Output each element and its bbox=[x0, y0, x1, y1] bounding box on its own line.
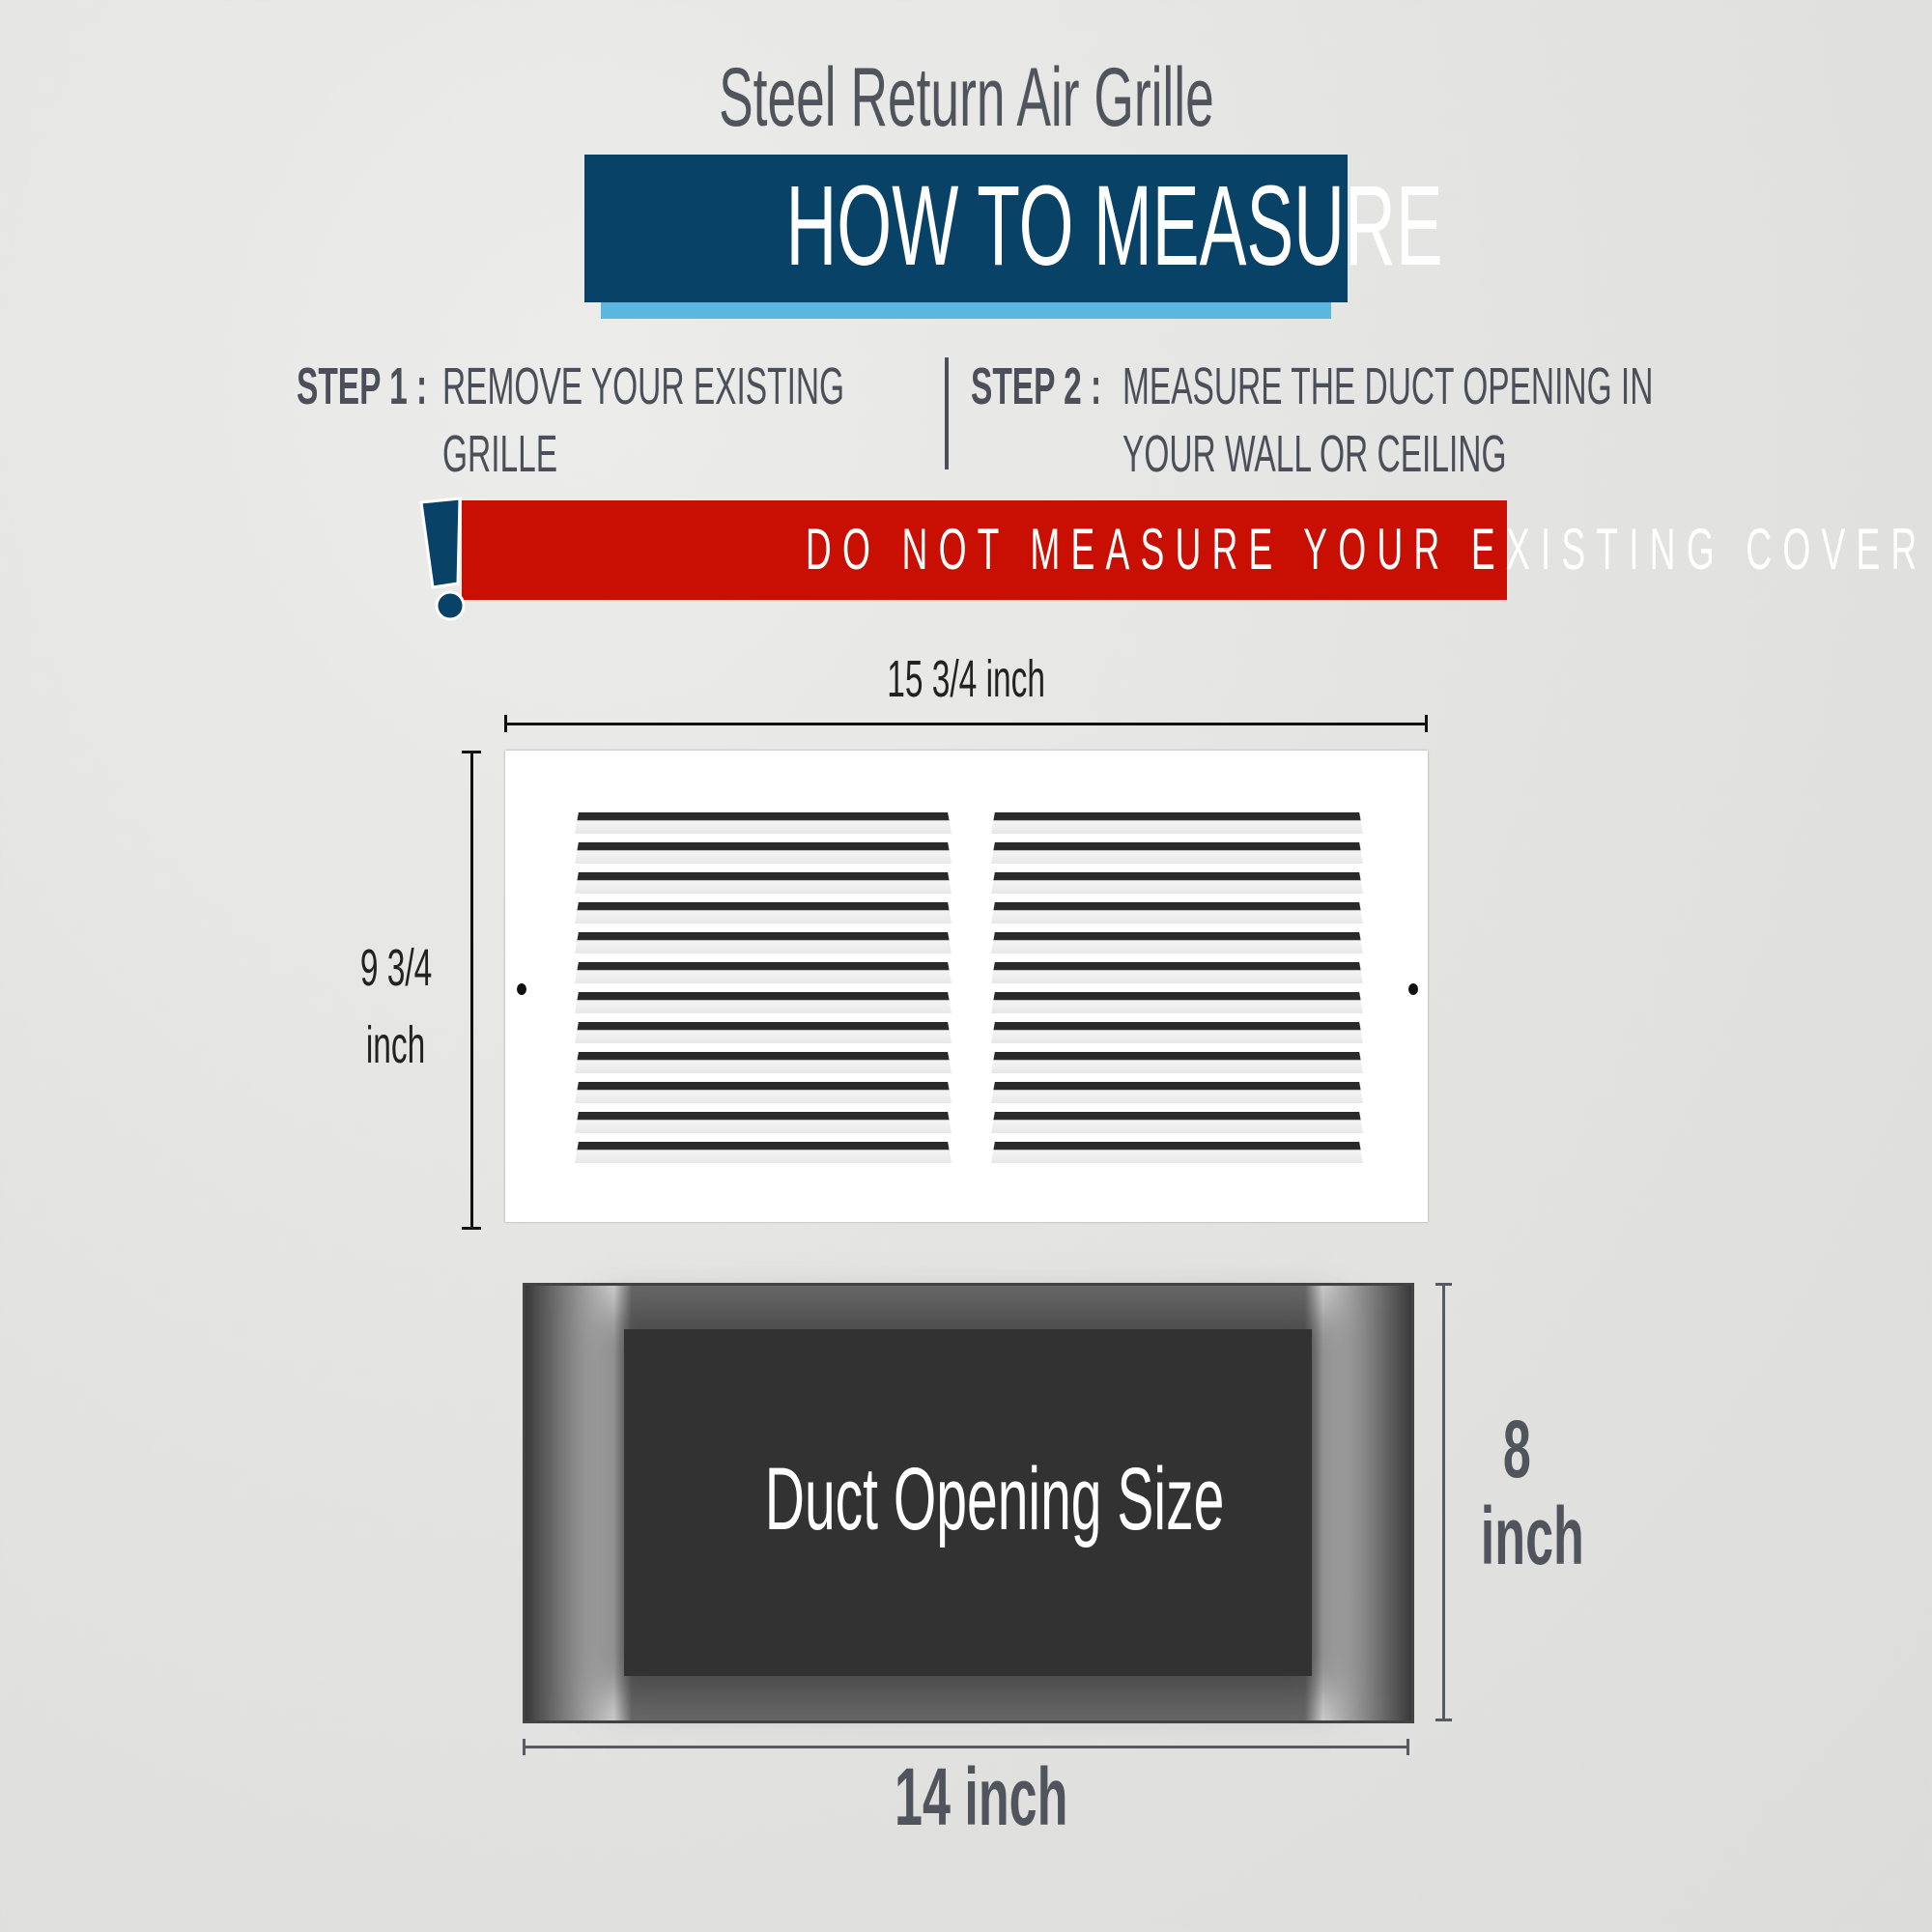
tick bbox=[1425, 715, 1428, 732]
louver-slat bbox=[991, 902, 1363, 923]
louver-slat bbox=[991, 932, 1363, 953]
louver-slat bbox=[575, 1022, 952, 1043]
grille-height-line bbox=[470, 751, 473, 1229]
louver-slat bbox=[991, 992, 1363, 1013]
louver-slat bbox=[575, 812, 952, 834]
tick bbox=[1406, 1739, 1409, 1755]
louver-slat bbox=[991, 962, 1363, 983]
louver-slat bbox=[575, 1082, 952, 1103]
louver-slat bbox=[991, 1052, 1363, 1073]
louver-slat bbox=[991, 812, 1363, 834]
louver-slat bbox=[991, 872, 1363, 894]
louver-slat bbox=[575, 992, 952, 1013]
page-title: HOW TO MEASURE bbox=[785, 162, 1443, 290]
louver-slat bbox=[991, 1082, 1363, 1103]
tick bbox=[1435, 1283, 1452, 1286]
warning-banner bbox=[462, 500, 1507, 600]
subtitle: Steel Return Air Grille bbox=[718, 51, 1214, 144]
louver-slat bbox=[575, 1052, 952, 1073]
grille-width-label: 15 3/4 inch bbox=[887, 650, 1045, 708]
duct-label: Duct Opening Size bbox=[764, 1450, 1225, 1548]
step-1-label: STEP 1 : bbox=[297, 357, 428, 415]
tick bbox=[504, 715, 507, 732]
tick bbox=[462, 1227, 481, 1230]
step-2-label: STEP 2 : bbox=[971, 357, 1102, 415]
tick bbox=[1435, 1719, 1452, 1721]
louver-slat bbox=[575, 962, 952, 983]
louver-slat bbox=[991, 1142, 1363, 1163]
screw-hole bbox=[517, 983, 526, 995]
louver-slat bbox=[991, 1022, 1363, 1043]
title-banner bbox=[584, 155, 1348, 302]
duct-width-line bbox=[523, 1746, 1409, 1748]
louver-slat bbox=[575, 1142, 952, 1163]
louver-slat bbox=[575, 842, 952, 864]
grille-width-line bbox=[505, 723, 1428, 725]
duct-width-label: 14 inch bbox=[895, 1751, 1068, 1842]
louver-slat bbox=[575, 872, 952, 894]
louver-slat bbox=[991, 842, 1363, 864]
exclamation-icon bbox=[419, 497, 466, 621]
louver-slat bbox=[575, 932, 952, 953]
warning-text: DO NOT MEASURE YOUR EXISTING COVER bbox=[805, 517, 1928, 582]
duct-height-line bbox=[1442, 1283, 1445, 1720]
louver-slat bbox=[575, 902, 952, 923]
tick bbox=[523, 1739, 526, 1755]
banner-shadow bbox=[601, 302, 1331, 319]
tick bbox=[462, 751, 481, 753]
screw-hole bbox=[1408, 983, 1418, 995]
louver-slat bbox=[991, 1112, 1363, 1133]
louver-slat bbox=[575, 1112, 952, 1133]
step-divider bbox=[945, 357, 949, 469]
duct-interior bbox=[624, 1329, 1312, 1676]
